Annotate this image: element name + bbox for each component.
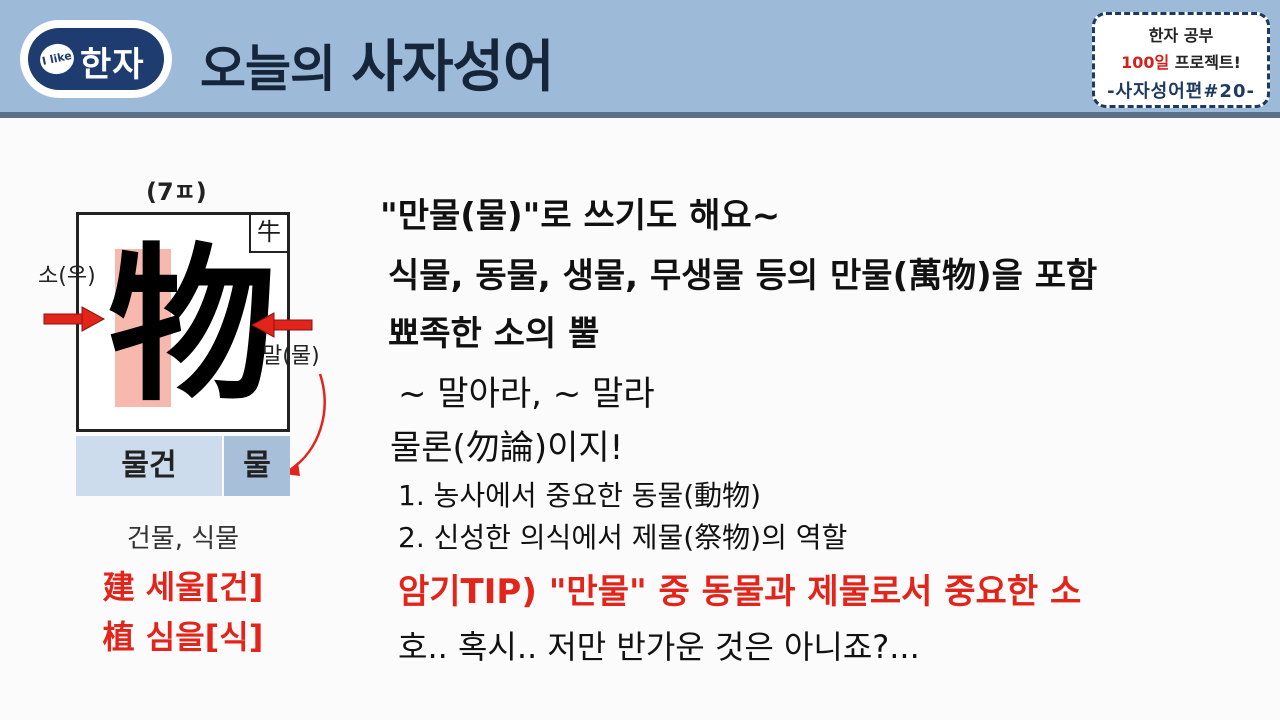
badge-project-text: 프로젝트! [1169,53,1241,72]
project-badge: 한자 공부 100일 프로젝트! -사자성어편#20- [1092,12,1270,108]
explanation-point-1: 1. 농사에서 중요한 동물(動物) [398,479,762,512]
hanja-example-2: 植 심을[식] [76,612,290,658]
page-title: 오늘의 사자성어 [200,22,555,103]
badge-day-count: 100일 [1121,53,1170,72]
character-meaning: 물건 [76,436,222,496]
logo-badge: I like 한자 [28,28,164,90]
explanation-point-2: 2. 신성한 의식에서 제물(祭物)의 역할 [398,521,848,554]
logo-hanja-text: 한자 [80,45,145,85]
memory-tip: 암기TIP) "만물" 중 동물과 제물로서 중요한 소 [398,572,1082,612]
page-title-main: 사자성어 [351,35,554,100]
hanja-example-1: 建 세울[건] [76,562,290,608]
radical-highlight [115,249,171,407]
explanation-line-4: ~ 말아라, ~ 말라 [398,374,655,414]
hanja-example-2-reading: 심을[식] [145,618,264,656]
explanation-line-3: 뾰족한 소의 뿔 [388,314,600,354]
hanja-example-2-char: 植 [102,618,135,656]
badge-episode: -사자성어편#20- [1107,81,1255,102]
i-like-hanja-logo: I like 한자 [20,20,172,98]
explanation-line-2: 식물, 동물, 생물, 무생물 등의 만물(萬物)을 포함 [388,256,1098,296]
explanation-line-1: "만물(물)"로 쓰기도 해요~ [380,196,781,236]
meaning-sound-row: 물건 물 [76,436,290,496]
badge-line-1: 한자 공부 [1148,26,1214,45]
logo-ilike-text: I like [37,40,77,78]
stroke-count: (7ㅍ) [146,178,207,206]
character-sound: 물 [224,436,290,496]
character-card: 物 牛 [76,212,290,432]
component-label-cow: 소(우) [38,264,96,289]
example-words: 건물, 식물 [126,524,240,554]
badge-line-2: 100일 프로젝트! [1095,49,1267,73]
closing-remark: 호.. 혹시.. 저만 반가운 것은 아니죠?... [398,628,920,666]
right-arrow-icon [43,306,106,332]
page-title-prefix: 오늘의 [200,40,336,98]
header-bar: I like 한자 오늘의 사자성어 한자 공부 100일 프로젝트! -사자성… [0,0,1280,118]
hanja-example-1-reading: 세울[건] [145,568,264,606]
hanja-example-1-char: 建 [102,568,135,606]
main-hanja-character: 物 [108,226,276,424]
component-label-dont: 말(물) [262,344,320,369]
left-arrow-icon [250,312,313,338]
explanation-line-5: 물론(勿論)이지! [390,428,624,468]
radical-indicator: 牛 [249,215,287,253]
